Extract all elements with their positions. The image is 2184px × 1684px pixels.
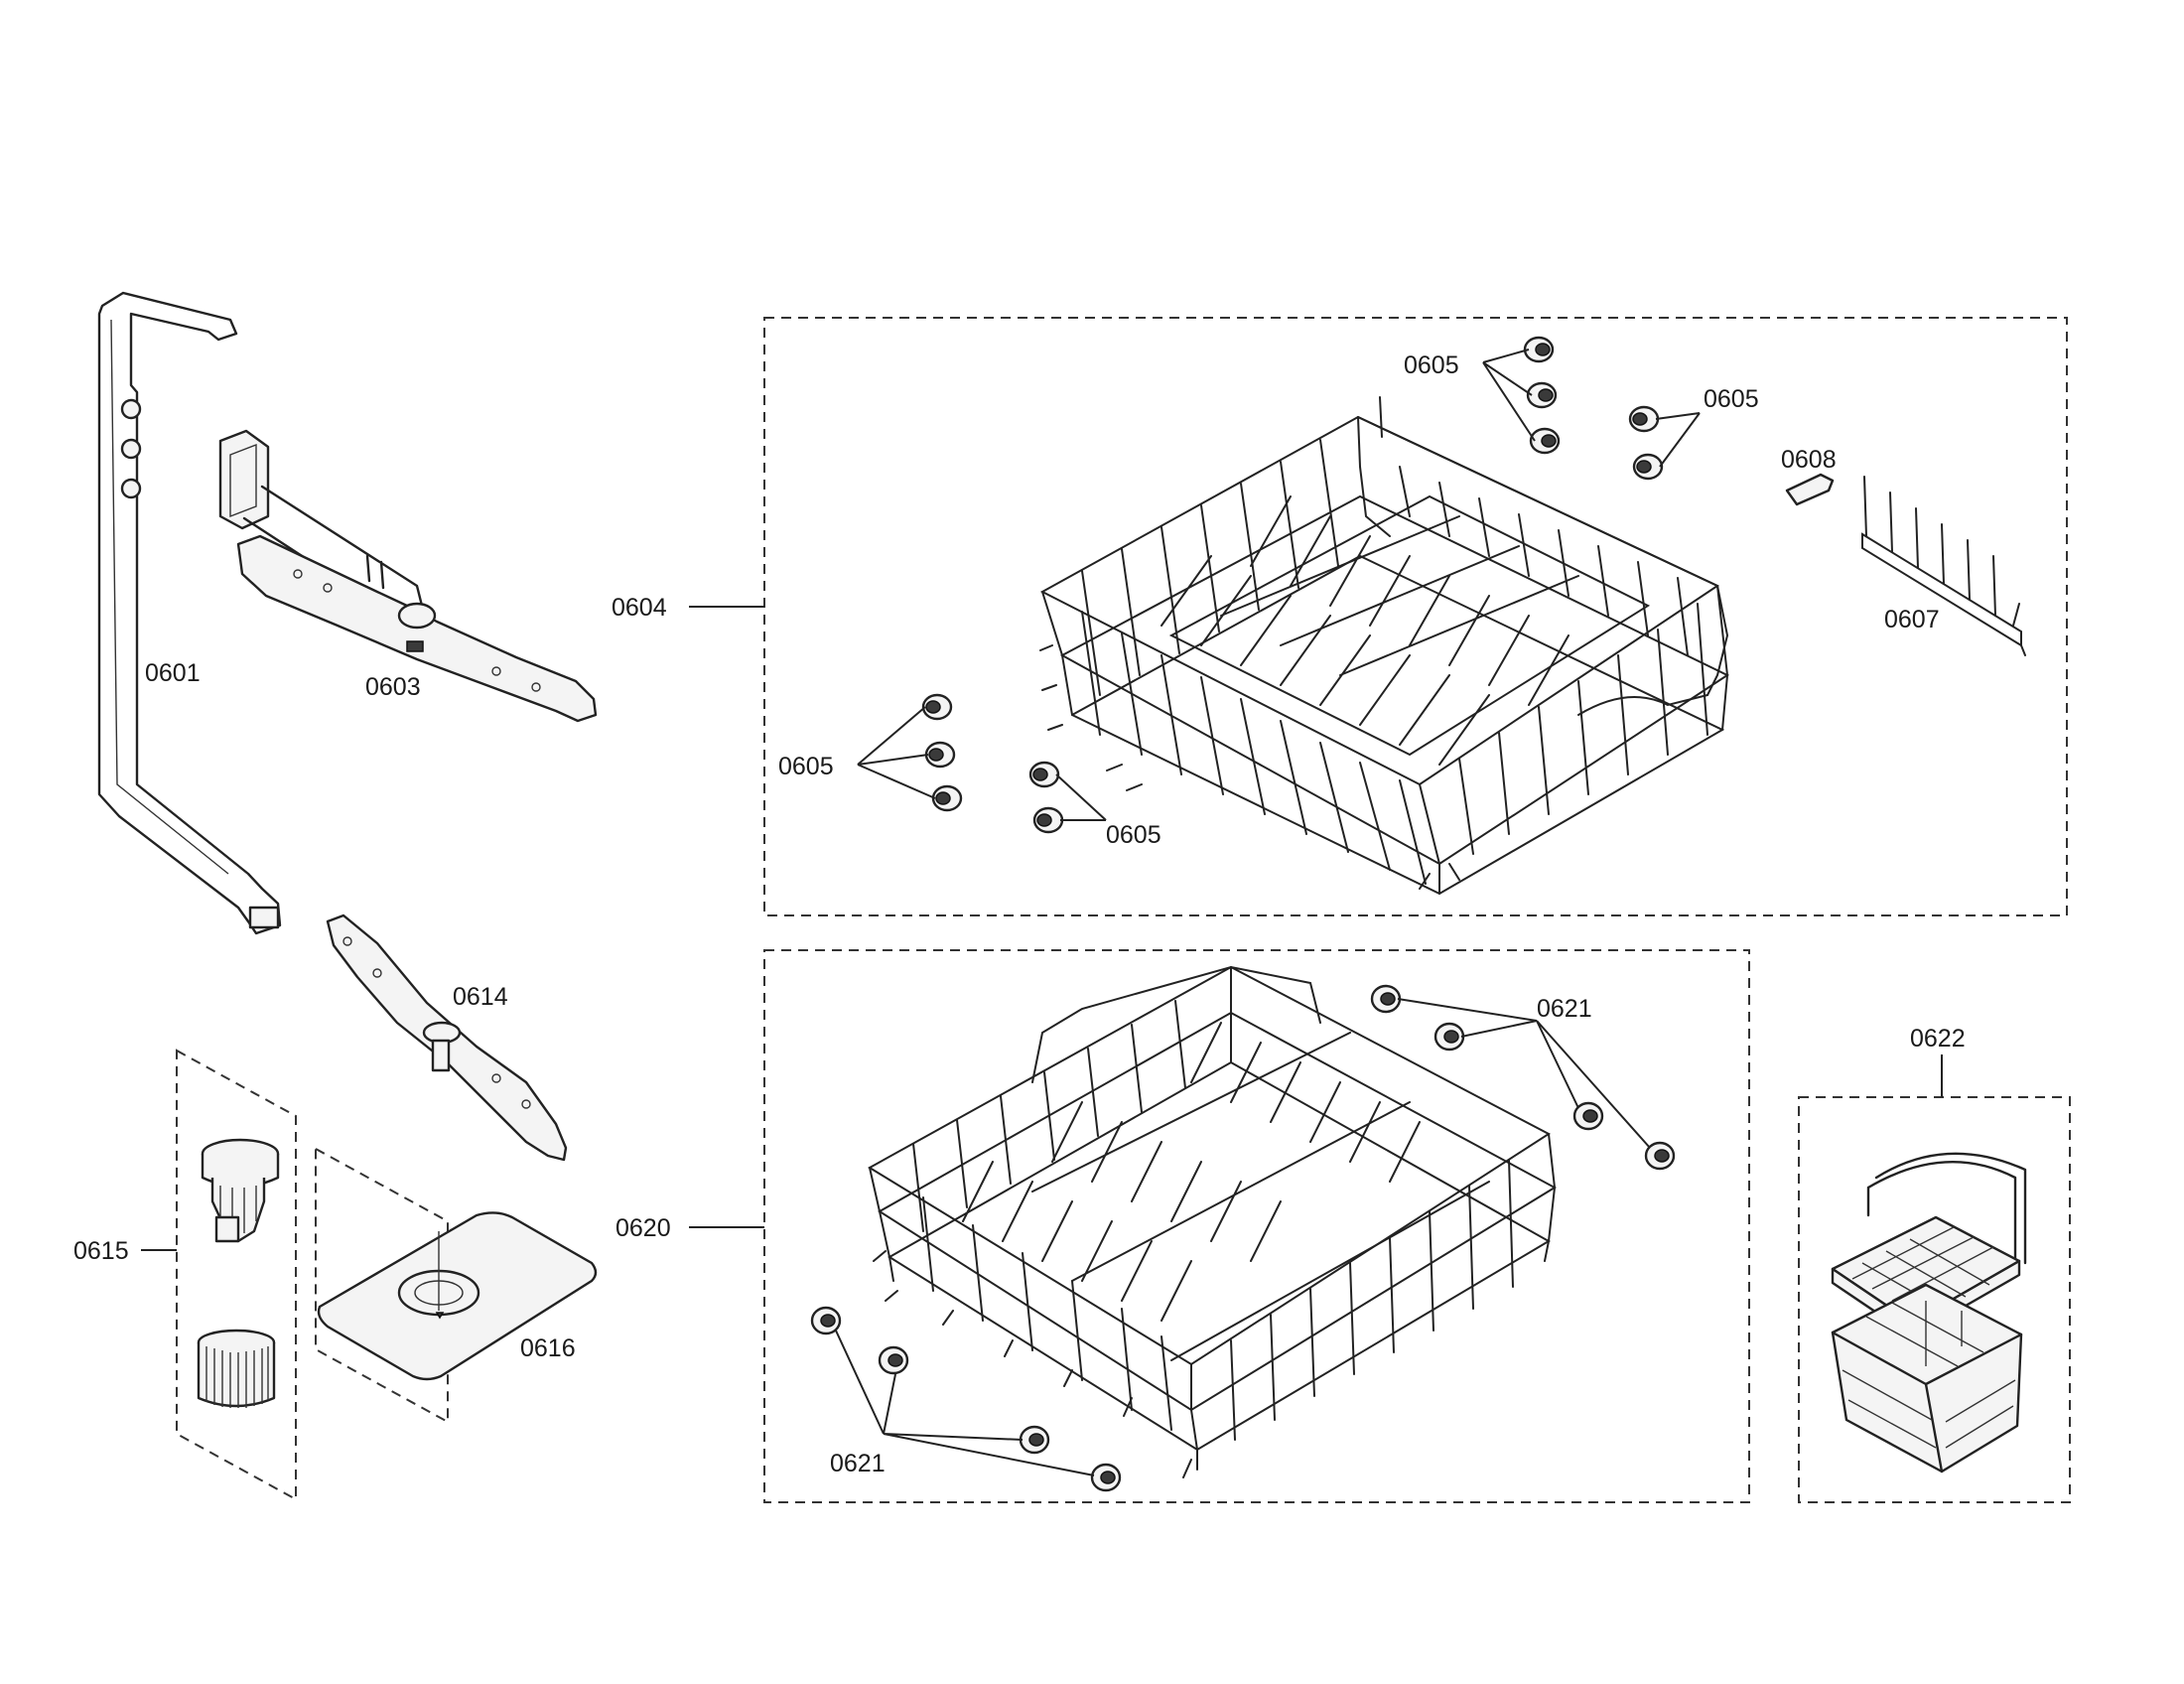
label-0620: 0620 xyxy=(615,1214,671,1242)
roller-icon xyxy=(1529,427,1561,455)
roller-icon xyxy=(1032,806,1064,834)
upper-rack-0604 xyxy=(1039,396,1730,896)
label-0603: 0603 xyxy=(365,673,421,701)
roller-icon xyxy=(878,1345,909,1375)
upper-rack-rollers-0605 xyxy=(921,336,1664,834)
roller-icon xyxy=(1090,1463,1122,1492)
leader-0605-lower-left xyxy=(857,706,936,799)
lower-rack-rollers-0621 xyxy=(810,984,1676,1492)
roller-icon xyxy=(1644,1141,1676,1171)
label-0605-upper-right: 0605 xyxy=(1704,385,1759,413)
label-0621-upper: 0621 xyxy=(1537,995,1592,1023)
roller-icon xyxy=(1028,761,1060,788)
label-0614: 0614 xyxy=(453,983,508,1011)
roller-icon xyxy=(1523,336,1555,363)
filter-group-box xyxy=(176,1049,297,1501)
roller-icon xyxy=(1019,1425,1050,1455)
roller-icon xyxy=(1628,405,1660,433)
label-0622: 0622 xyxy=(1910,1025,1966,1052)
label-0605-lower-left: 0605 xyxy=(778,753,834,780)
roller-icon xyxy=(924,741,956,769)
roller-icon xyxy=(1632,453,1664,481)
label-0604: 0604 xyxy=(612,594,667,622)
filter-plate-0616 xyxy=(317,1211,598,1381)
leader-0621-lower xyxy=(835,1330,1095,1476)
leader-0605-upper-left xyxy=(1482,349,1536,442)
roller-icon xyxy=(810,1306,842,1335)
lower-rack-group-box xyxy=(763,949,1750,1503)
label-0608: 0608 xyxy=(1781,446,1837,474)
filter-assembly-0615 xyxy=(197,1138,280,1408)
leader-0605-lower-right xyxy=(1055,773,1107,821)
label-0615: 0615 xyxy=(73,1237,129,1265)
label-0605-lower-right: 0605 xyxy=(1106,821,1161,849)
clip-0608 xyxy=(1785,473,1835,506)
label-0621-lower: 0621 xyxy=(830,1450,886,1477)
leader-0621-upper xyxy=(1397,998,1651,1149)
roller-icon xyxy=(921,693,953,721)
label-0616: 0616 xyxy=(520,1334,576,1362)
cutlery-basket-group-box xyxy=(1798,1096,2071,1503)
lower-spray-arm-0614 xyxy=(326,913,568,1162)
upper-spray-arm-0603 xyxy=(218,429,598,723)
roller-icon xyxy=(1370,984,1402,1014)
roller-icon xyxy=(931,784,963,812)
tine-row-0607 xyxy=(1861,476,2026,656)
label-0605-upper-left: 0605 xyxy=(1404,351,1459,379)
lower-rack-0620 xyxy=(868,965,1558,1478)
leader-0605-upper-right xyxy=(1655,412,1701,468)
upper-rack-group-box xyxy=(763,317,2068,916)
cutlery-basket-0622 xyxy=(1831,1152,2027,1474)
supply-tube-0601 xyxy=(97,291,282,935)
roller-icon xyxy=(1526,381,1558,409)
roller-icon xyxy=(1572,1101,1604,1131)
label-0601: 0601 xyxy=(145,659,201,687)
roller-icon xyxy=(1433,1022,1465,1052)
label-0607: 0607 xyxy=(1884,606,1940,633)
